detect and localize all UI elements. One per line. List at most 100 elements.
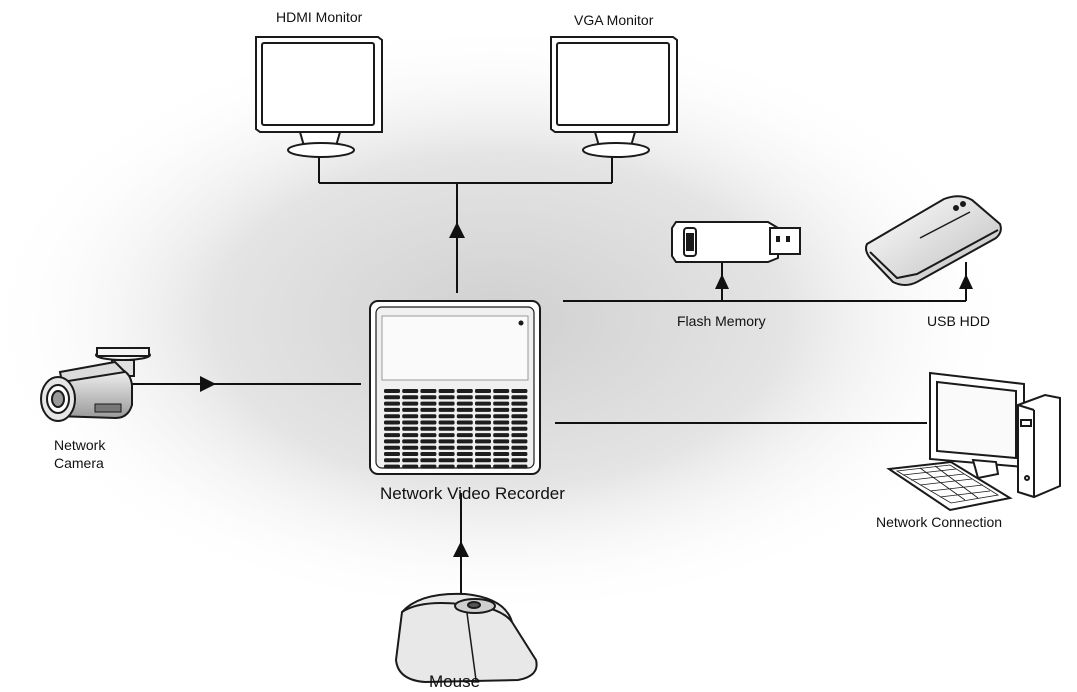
grille-slot xyxy=(511,407,528,412)
grille-slot xyxy=(384,389,400,393)
grille-slot xyxy=(475,433,491,438)
grille-slot xyxy=(456,464,473,469)
grille-slot xyxy=(475,458,491,463)
usb-hdd-label: USB HDD xyxy=(927,313,991,329)
grille-slot xyxy=(402,414,419,419)
keyboard-keys xyxy=(895,464,1000,504)
grille-slot xyxy=(402,395,419,400)
vga-monitor-icon xyxy=(550,36,678,158)
grille-slot xyxy=(493,420,510,425)
grille-slot xyxy=(402,439,419,444)
grille-slot xyxy=(475,420,491,425)
usb-hdd-icon xyxy=(865,195,1002,286)
grille-slot xyxy=(420,414,437,419)
grille-slot xyxy=(438,389,455,393)
grille-slot xyxy=(384,433,400,438)
mouse-label: Mouse xyxy=(429,672,481,691)
arrow-up-mouse xyxy=(453,541,469,557)
grille-slot xyxy=(475,452,491,456)
arrow-up-hdd xyxy=(959,274,973,289)
grille-slot xyxy=(420,433,437,438)
grille-slot xyxy=(402,445,419,450)
grille-slot xyxy=(384,458,400,463)
grille-slot xyxy=(511,395,528,400)
nvr-grille xyxy=(384,389,528,469)
hdmi-monitor-icon xyxy=(255,36,383,158)
grille-slot xyxy=(402,401,419,406)
mouse-icon xyxy=(394,592,538,684)
grille-slot xyxy=(438,401,455,406)
grille-slot xyxy=(456,420,473,425)
grille-slot xyxy=(438,452,455,456)
grille-slot xyxy=(456,401,473,406)
grille-slot xyxy=(402,464,419,469)
network-camera-label-line1: Network xyxy=(54,437,106,453)
grille-slot xyxy=(511,464,528,469)
grille-slot xyxy=(456,452,473,456)
grille-slot xyxy=(402,426,419,431)
grille-slot xyxy=(420,426,437,431)
grille-slot xyxy=(438,407,455,412)
grille-slot xyxy=(456,433,473,438)
grille-slot xyxy=(456,414,473,419)
grille-slot xyxy=(384,407,400,412)
grille-slot xyxy=(493,407,510,412)
grille-slot xyxy=(475,445,491,450)
hdmi-monitor-label: HDMI Monitor xyxy=(276,9,363,25)
grille-slot xyxy=(420,407,437,412)
grille-slot xyxy=(511,439,528,444)
grille-slot xyxy=(511,420,528,425)
grille-slot xyxy=(511,389,528,393)
grille-slot xyxy=(420,395,437,400)
arrow-right-camera xyxy=(200,376,216,392)
grille-slot xyxy=(402,458,419,463)
grille-slot xyxy=(475,407,491,412)
grille-slot xyxy=(511,401,528,406)
grille-slot xyxy=(438,395,455,400)
grille-slot xyxy=(420,458,437,463)
grille-slot xyxy=(438,464,455,469)
grille-slot xyxy=(493,401,510,406)
grille-slot xyxy=(384,426,400,431)
grille-slot xyxy=(420,401,437,406)
grille-slot xyxy=(420,445,437,450)
grille-slot xyxy=(402,433,419,438)
arrowheads xyxy=(200,222,973,557)
arrow-up-monitors xyxy=(449,222,465,238)
grille-slot xyxy=(493,395,510,400)
grille-slot xyxy=(420,389,437,393)
nvr-label: Network Video Recorder xyxy=(380,484,565,503)
grille-slot xyxy=(384,452,400,456)
grille-slot xyxy=(493,426,510,431)
grille-slot xyxy=(475,401,491,406)
grille-slot xyxy=(493,439,510,444)
grille-slot xyxy=(438,458,455,463)
grille-slot xyxy=(475,395,491,400)
grille-slot xyxy=(420,420,437,425)
grille-slot xyxy=(438,445,455,450)
grille-slot xyxy=(475,426,491,431)
grille-slot xyxy=(456,426,473,431)
grille-slot xyxy=(493,458,510,463)
grille-slot xyxy=(475,464,491,469)
grille-slot xyxy=(384,395,400,400)
grille-slot xyxy=(384,464,400,469)
network-computer-icon xyxy=(886,371,1061,512)
grille-slot xyxy=(493,452,510,456)
grille-slot xyxy=(438,439,455,444)
grille-slot xyxy=(438,433,455,438)
flash-memory-icon xyxy=(671,221,801,263)
grille-slot xyxy=(402,407,419,412)
grille-slot xyxy=(402,389,419,393)
grille-slot xyxy=(438,426,455,431)
grille-slot xyxy=(493,464,510,469)
flash-memory-label: Flash Memory xyxy=(677,313,766,329)
network-connection-label: Network Connection xyxy=(876,514,1003,530)
grille-slot xyxy=(420,439,437,444)
grille-slot xyxy=(384,420,400,425)
grille-slot xyxy=(493,414,510,419)
nvr-icon xyxy=(369,300,541,475)
grille-slot xyxy=(493,389,510,393)
grille-slot xyxy=(420,452,437,456)
